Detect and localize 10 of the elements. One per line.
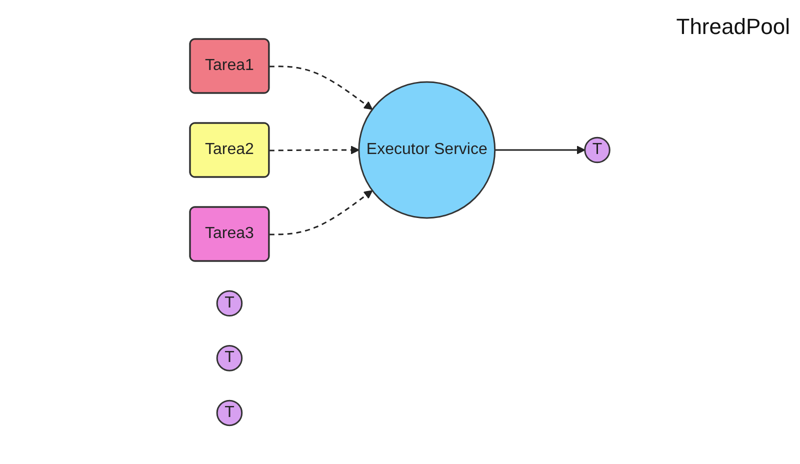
arrow (270, 65, 373, 110)
group-heading: ThreadPool (676, 14, 790, 40)
node-circle: Executor Service (358, 81, 496, 219)
node-circle: T (216, 344, 243, 372)
node-circle: T (216, 400, 243, 426)
arrow (495, 145, 586, 154)
arrow (270, 190, 373, 236)
node-circle: T (216, 290, 243, 316)
arrow (270, 145, 360, 154)
node-circle: T (584, 136, 611, 163)
